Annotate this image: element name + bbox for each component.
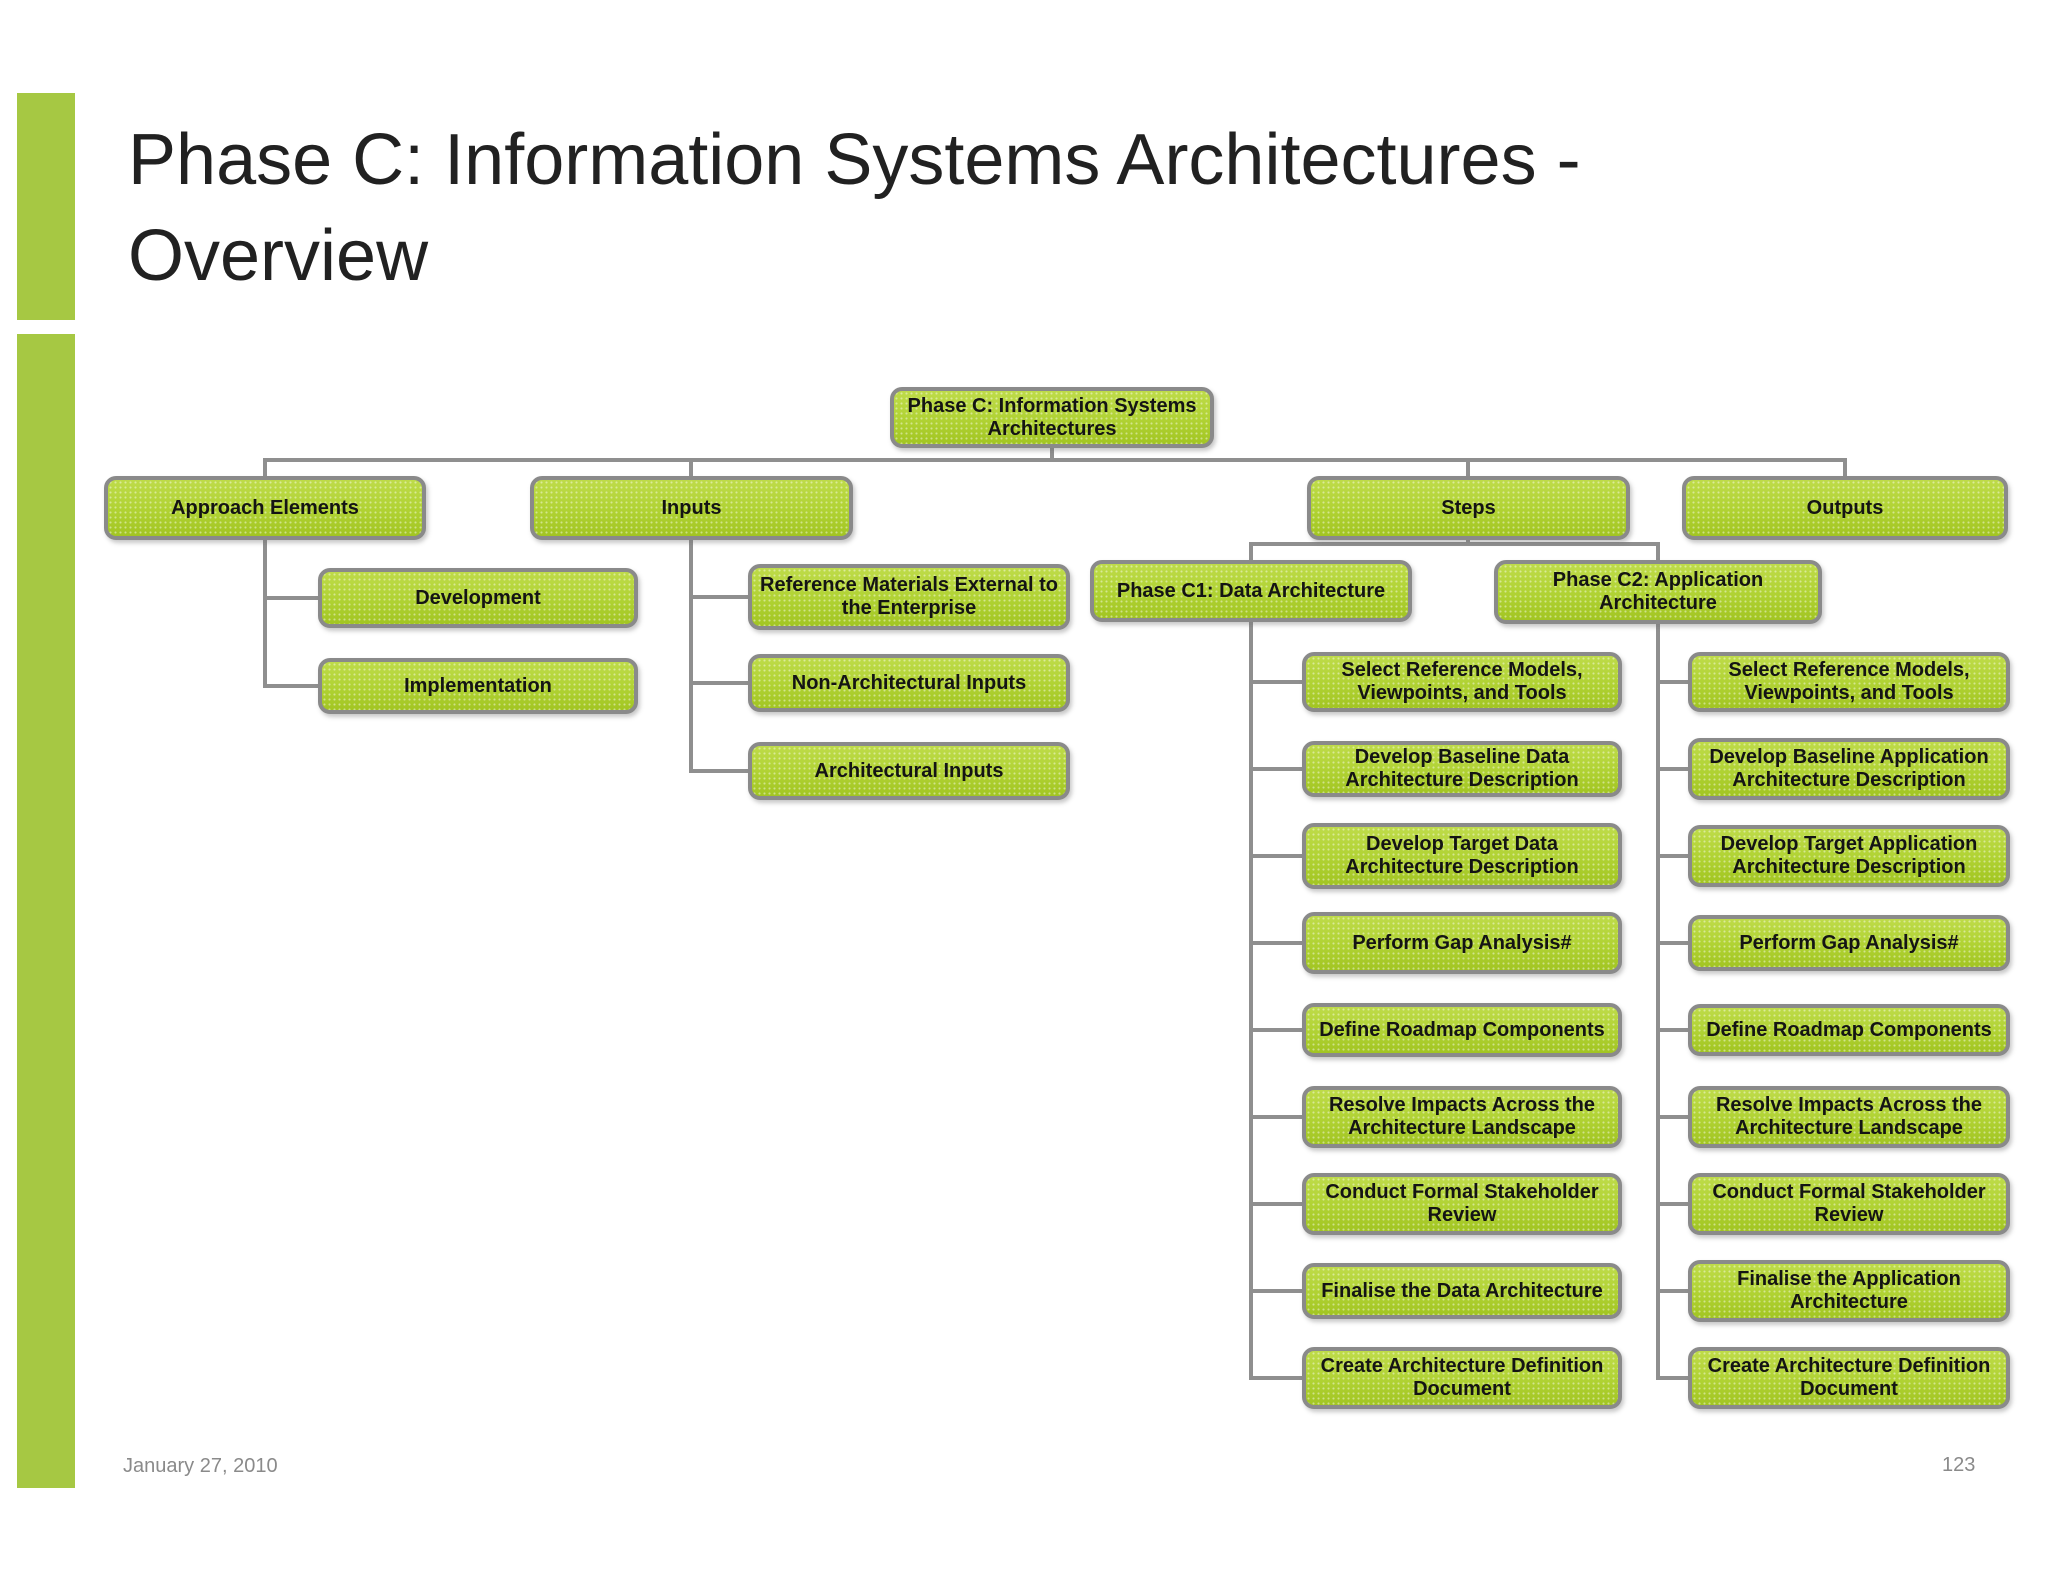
node-approach-elements: Approach Elements — [104, 476, 426, 540]
connector-line — [1656, 854, 1688, 858]
node-c1-step-develop-baseline: Develop Baseline Data Architecture Descr… — [1302, 741, 1622, 797]
connector-line — [1843, 458, 1847, 476]
node-phase-c1: Phase C1: Data Architecture — [1090, 560, 1412, 622]
connector-line — [1249, 767, 1302, 771]
node-architectural-inputs: Architectural Inputs — [748, 742, 1070, 800]
node-c2-step-resolve-impacts: Resolve Impacts Across the Architecture … — [1688, 1086, 2010, 1148]
connector-line — [1249, 941, 1302, 945]
connector-line — [1249, 1376, 1302, 1380]
connector-line — [689, 595, 748, 599]
node-development: Development — [318, 568, 638, 628]
connector-line — [1050, 448, 1054, 460]
node-c2-step-develop-baseline: Develop Baseline Application Architectur… — [1688, 738, 2010, 800]
node-c1-step-perform-gap-analysis: Perform Gap Analysis# — [1302, 912, 1622, 974]
connector-line — [1656, 941, 1688, 945]
connector-line — [689, 681, 748, 685]
connector-line — [263, 540, 267, 688]
footer-date: January 27, 2010 — [123, 1455, 278, 1477]
connector-line — [1249, 542, 1253, 560]
connector-line — [1656, 1202, 1688, 1206]
connector-line — [1249, 854, 1302, 858]
node-c2-step-perform-gap-analysis: Perform Gap Analysis# — [1688, 915, 2010, 971]
connector-line — [1249, 680, 1302, 684]
connector-line — [1656, 1289, 1688, 1293]
slide-title-line1: Phase C: Information Systems Architectur… — [128, 120, 1581, 200]
connector-line — [1249, 1115, 1302, 1119]
node-c1-step-stakeholder-review: Conduct Formal Stakeholder Review — [1302, 1173, 1622, 1235]
connector-line — [263, 684, 318, 688]
node-c2-step-define-roadmap: Define Roadmap Components — [1688, 1004, 2010, 1056]
node-implementation: Implementation — [318, 658, 638, 714]
node-c2-step-finalise: Finalise the Application Architecture — [1688, 1260, 2010, 1322]
node-c2-step-select-reference-models: Select Reference Models, Viewpoints, and… — [1688, 652, 2010, 712]
node-c2-step-stakeholder-review: Conduct Formal Stakeholder Review — [1688, 1173, 2010, 1235]
connector-line — [1656, 1028, 1688, 1032]
connector-line — [263, 458, 267, 476]
node-root-phase-c: Phase C: Information Systems Architectur… — [890, 387, 1214, 448]
connector-line — [689, 769, 748, 773]
slide-title-line2: Overview — [128, 216, 429, 296]
slide-title: Phase C: Information Systems Architectur… — [128, 112, 1878, 304]
node-c2-step-develop-target: Develop Target Application Architecture … — [1688, 825, 2010, 887]
connector-line — [1466, 458, 1470, 476]
connector-line — [1249, 622, 1253, 1380]
connector-line — [1656, 1376, 1688, 1380]
connector-line — [263, 596, 318, 600]
node-c1-step-finalise: Finalise the Data Architecture — [1302, 1263, 1622, 1319]
node-phase-c2: Phase C2: Application Architecture — [1494, 560, 1822, 624]
node-outputs: Outputs — [1682, 476, 2008, 540]
connector-line — [689, 458, 693, 476]
node-c1-step-create-add: Create Architecture Definition Document — [1302, 1347, 1622, 1409]
node-inputs: Inputs — [530, 476, 853, 540]
connector-line — [1249, 1028, 1302, 1032]
connector-line — [1656, 767, 1688, 771]
connector-line — [1656, 1115, 1688, 1119]
connector-line — [263, 458, 1847, 462]
connector-line — [1249, 1202, 1302, 1206]
accent-bar-top — [17, 93, 75, 320]
node-c1-step-select-reference-models: Select Reference Models, Viewpoints, and… — [1302, 652, 1622, 712]
connector-line — [1249, 1289, 1302, 1293]
node-steps: Steps — [1307, 476, 1630, 540]
node-c2-step-create-add: Create Architecture Definition Document — [1688, 1347, 2010, 1409]
connector-line — [1249, 542, 1660, 546]
footer-page-number: 123 — [1942, 1454, 1976, 1476]
connector-line — [1656, 680, 1688, 684]
accent-bar-main — [17, 334, 75, 1488]
connector-line — [1656, 542, 1660, 560]
node-c1-step-develop-target: Develop Target Data Architecture Descrip… — [1302, 823, 1622, 889]
connector-line — [689, 540, 693, 771]
node-reference-materials: Reference Materials External to the Ente… — [748, 564, 1070, 630]
node-c1-step-resolve-impacts: Resolve Impacts Across the Architecture … — [1302, 1086, 1622, 1148]
node-non-architectural-inputs: Non-Architectural Inputs — [748, 654, 1070, 712]
node-c1-step-define-roadmap: Define Roadmap Components — [1302, 1003, 1622, 1057]
connector-line — [1656, 624, 1660, 1380]
